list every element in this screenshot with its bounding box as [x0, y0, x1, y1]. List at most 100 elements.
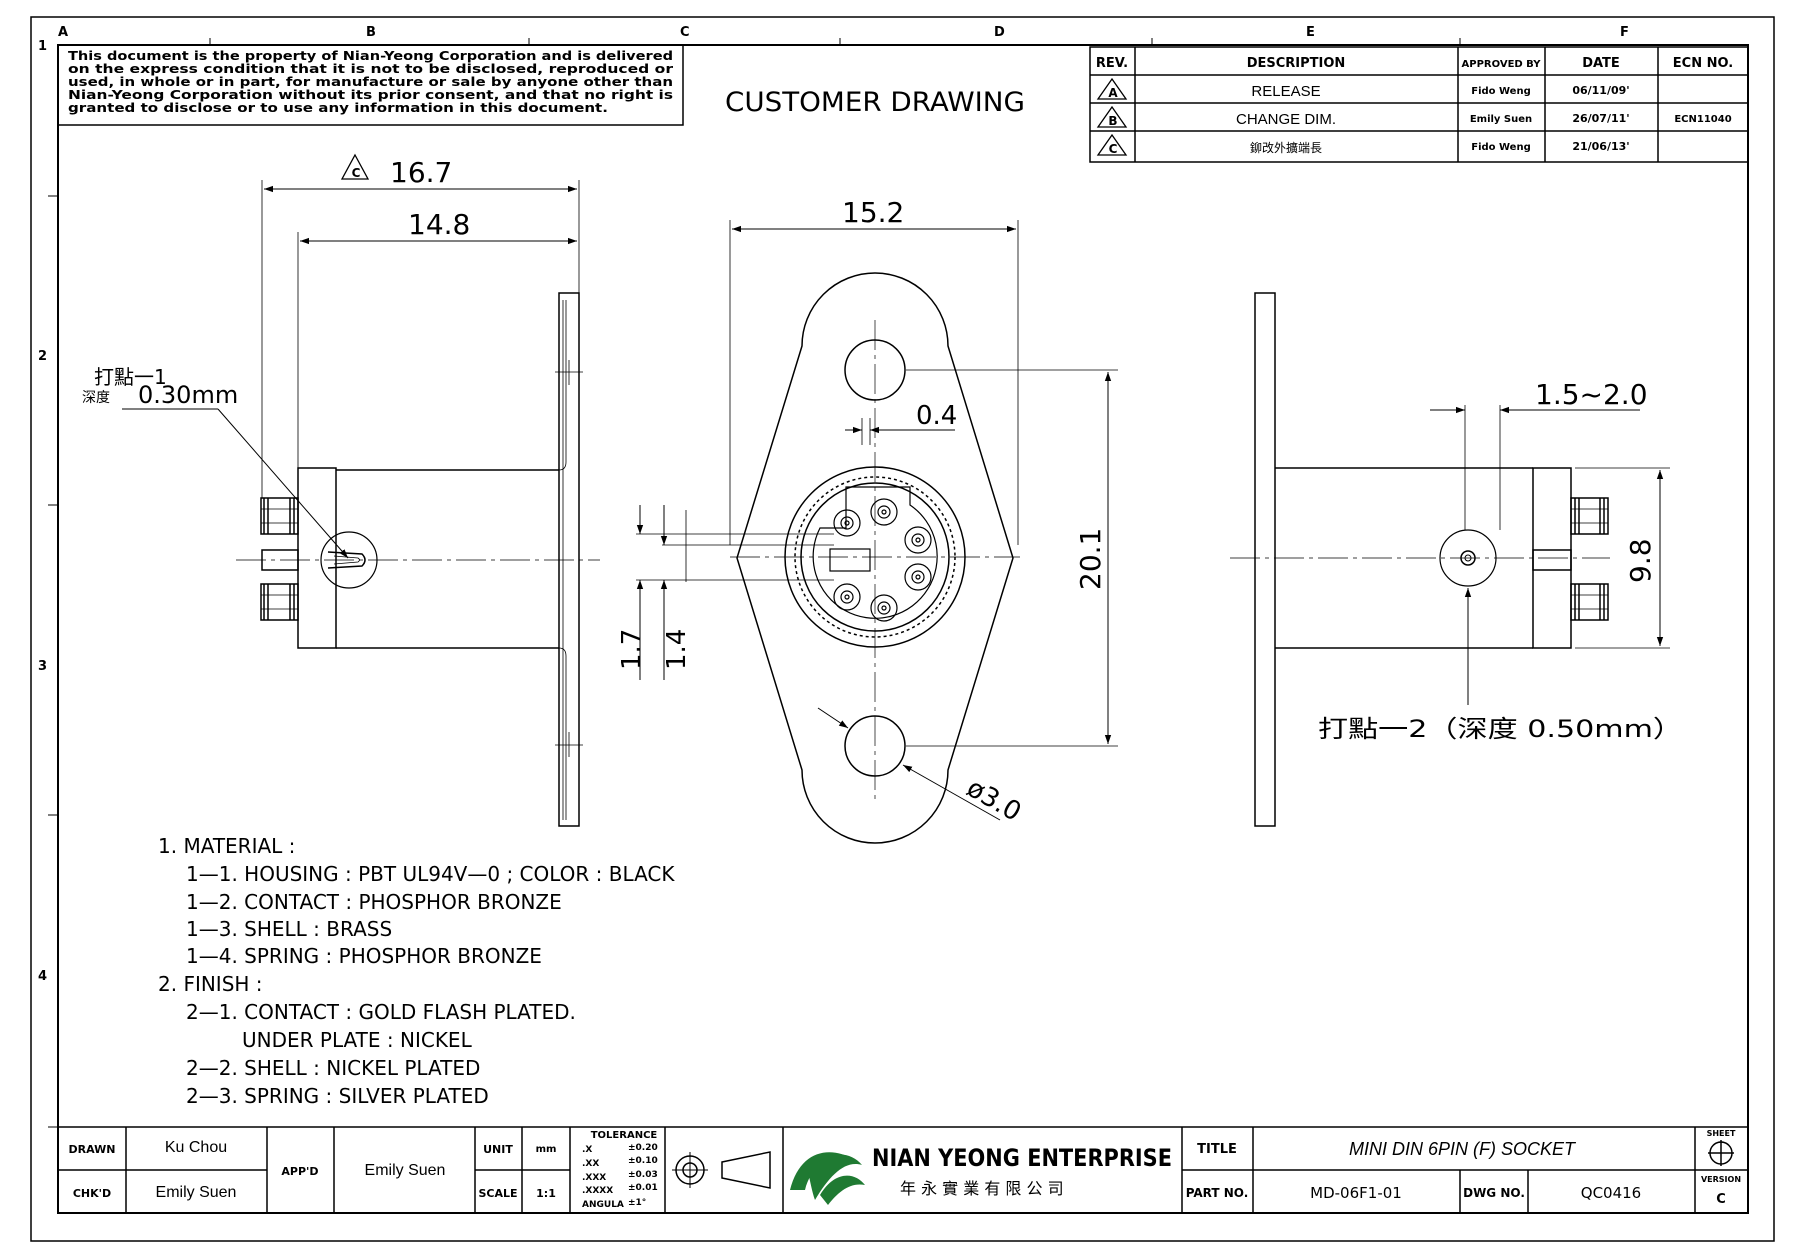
tolerance-k-4: .XXXX: [582, 1186, 613, 1196]
punch-1-depth-label: 深度: [82, 390, 110, 406]
title-value: MINI DIN 6PIN (F) SOCKET: [1349, 1139, 1577, 1159]
zone-col-b: B: [366, 25, 376, 40]
note-finish-heading: 2. FINISH :: [158, 972, 263, 996]
drawing-title: CUSTOMER DRAWING: [725, 87, 1025, 118]
title-block: DRAWN Ku Chou CHK'D Emily Suen APP'D Emi…: [57, 1126, 1749, 1214]
version-value: C: [1716, 1192, 1726, 1207]
sheet-label: SHEET: [1707, 1129, 1736, 1138]
rev-header-approved: APPROVED BY: [1462, 59, 1542, 70]
projection-symbol-icon: [672, 1151, 771, 1189]
material-notes: 1. MATERIAL : 1—1. HOUSING : PBT UL94V—0…: [158, 834, 675, 1108]
disclaimer-line-3: used, in whole or in part, for manufactu…: [68, 75, 673, 89]
note-spring-plating: 2—3. SPRING : SILVER PLATED: [186, 1084, 489, 1108]
punch-1-callout: 打點一1 深度 0.30mm: [82, 365, 349, 559]
zone-col-c: C: [680, 25, 690, 40]
dim-16-7-label: 16.7: [390, 156, 452, 189]
dimension-14-8: 14.8: [297, 208, 577, 468]
dwg-value: QC0416: [1581, 1184, 1641, 1202]
checked-name: Emily Suen: [156, 1184, 237, 1201]
note-contact-plating: 2—1. CONTACT : GOLD FLASH PLATED.: [186, 1000, 576, 1024]
scale-label: SCALE: [478, 1187, 517, 1200]
rev-c-approved: Fido Weng: [1471, 142, 1531, 153]
disclaimer-line-5: granted to disclose or to use any inform…: [68, 101, 608, 115]
punch-2-label: 打點一2（深度 0.50mm）: [1318, 715, 1683, 743]
dim-1-5-2-0-label: 1.5~2.0: [1535, 378, 1648, 411]
scale-value: 1:1: [536, 1187, 556, 1200]
unit-value: mm: [536, 1144, 557, 1155]
zone-row-2: 2: [38, 349, 47, 364]
dim-9-8-label: 9.8: [1624, 538, 1657, 583]
rev-header-rev: REV.: [1096, 56, 1128, 71]
company-logo-icon: [790, 1152, 865, 1205]
dimension-hole-diameter: ø3.0: [817, 707, 1027, 828]
punch-1-label: 打點一1: [94, 365, 167, 389]
rev-a-letter: A: [1108, 86, 1118, 100]
rev-b-date: 26/07/11': [1572, 112, 1629, 125]
checked-label: CHK'D: [73, 1187, 111, 1200]
dim-hole-diameter-label: ø3.0: [962, 773, 1027, 828]
punch-2-callout: 打點一2（深度 0.50mm）: [1318, 588, 1683, 743]
sheet-crosshair-icon: [1708, 1140, 1734, 1166]
zone-col-e: E: [1306, 25, 1315, 40]
dim-20-1-label: 20.1: [1074, 528, 1107, 590]
company-name: NIAN YEONG ENTERPRISE: [872, 1144, 1172, 1172]
tolerance-block: TOLERANCE .X ±0.20 .XX ±0.10 .XXX ±0.03 …: [582, 1130, 658, 1210]
zone-row-4: 4: [38, 969, 47, 984]
tolerance-k-5: ANGULA: [582, 1200, 624, 1210]
note-shell: 1—3. SHELL : BRASS: [186, 917, 392, 941]
tolerance-title: TOLERANCE: [591, 1130, 658, 1141]
rev-a-description: RELEASE: [1251, 83, 1320, 100]
company-name-cn: 年 永 實 業 有 限 公 司: [900, 1179, 1064, 1198]
front-view: [730, 272, 1020, 844]
zone-col-f: F: [1620, 25, 1629, 40]
tolerance-k-1: .X: [582, 1145, 592, 1155]
dim-14-8-label: 14.8: [408, 208, 470, 241]
drawn-name: Ku Chou: [165, 1139, 227, 1156]
zone-col-a: A: [58, 25, 68, 40]
note-under-plate: UNDER PLATE : NICKEL: [242, 1028, 473, 1052]
part-label: PART NO.: [1186, 1186, 1249, 1200]
contact-pins: [833, 498, 932, 622]
unit-label: UNIT: [483, 1143, 513, 1156]
version-label: VERSION: [1701, 1175, 1741, 1184]
dim-rev-mark-c: C: [352, 166, 361, 180]
dim-15-2-label: 15.2: [842, 196, 904, 229]
dimension-1-5-2-0: 1.5~2.0: [1430, 378, 1648, 530]
disclaimer-line-2: on the express condition that it is not …: [68, 62, 673, 76]
disclaimer-line-1: This document is the property of Nian-Ye…: [68, 49, 673, 63]
rev-b-description: CHANGE DIM.: [1236, 111, 1336, 128]
rev-a-approved: Fido Weng: [1471, 86, 1531, 97]
rev-b-approved: Emily Suen: [1470, 114, 1532, 125]
dwg-label: DWG NO.: [1463, 1186, 1525, 1200]
tolerance-v-3: ±0.03: [628, 1170, 658, 1180]
rev-header-description: DESCRIPTION: [1247, 56, 1346, 71]
disclaimer-box: This document is the property of Nian-Ye…: [57, 44, 684, 126]
dim-0-4-label: 0.4: [916, 401, 957, 431]
rev-c-letter: C: [1109, 142, 1118, 156]
rev-header-ecn: ECN NO.: [1673, 56, 1733, 71]
side-view-left: [236, 292, 600, 827]
approved-name: Emily Suen: [365, 1162, 446, 1179]
dimension-9-8: 9.8: [1575, 467, 1670, 649]
dimension-15-2: 15.2: [729, 196, 1019, 545]
rev-b-ecn: ECN11040: [1674, 114, 1731, 125]
side-view-right: [1230, 292, 1610, 827]
rev-c-date: 21/06/13': [1572, 140, 1629, 153]
rev-header-date: DATE: [1582, 56, 1620, 71]
title-label: TITLE: [1197, 1142, 1237, 1157]
punch-1-depth-value: 0.30mm: [138, 381, 238, 409]
dim-1-4-label: 1.4: [662, 629, 692, 670]
approved-label: APP'D: [281, 1165, 318, 1178]
note-housing: 1—1. HOUSING : PBT UL94V—0 ; COLOR : BLA…: [186, 862, 675, 886]
tolerance-k-3: .XXX: [582, 1173, 606, 1183]
note-spring: 1—4. SPRING : PHOSPHOR BRONZE: [186, 944, 542, 968]
tolerance-v-4: ±0.01: [628, 1183, 658, 1193]
note-material-heading: 1. MATERIAL :: [158, 834, 295, 858]
dimension-20-1: 20.1: [906, 369, 1118, 747]
dimension-1-7-and-1-4: 1.7 1.4: [617, 505, 834, 680]
part-value: MD-06F1-01: [1310, 1184, 1402, 1202]
tolerance-v-5: ±1°: [628, 1198, 646, 1208]
zone-col-d: D: [994, 25, 1005, 40]
zone-row-1: 1: [38, 39, 47, 54]
